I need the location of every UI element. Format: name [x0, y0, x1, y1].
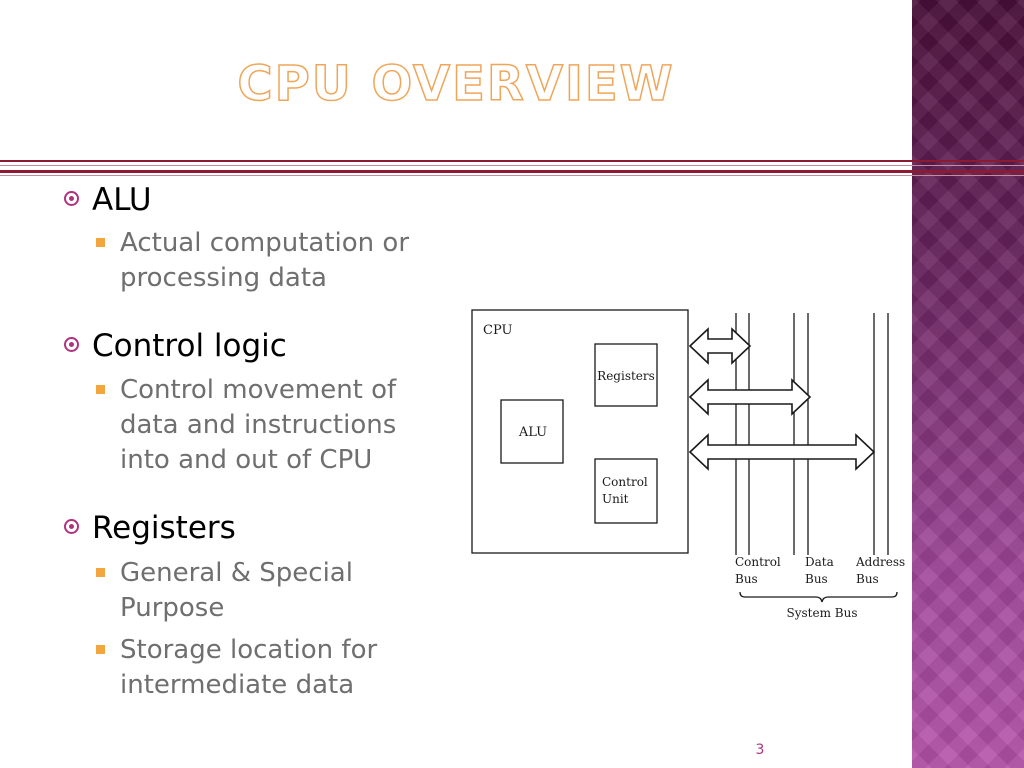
square-bullet-icon [96, 238, 105, 247]
data-bus-label: Bus [805, 572, 828, 586]
bullet-control-logic: Control logic [64, 327, 287, 365]
cpu-system-bus-diagram: CPU Registers ALU Control Unit Control B… [471, 309, 905, 620]
control-bus-label: Control [735, 555, 781, 569]
registers-box [594, 343, 658, 407]
sub-bullet-text: Actual computation or [120, 228, 410, 258]
sub-bullet-text: intermediate data [120, 670, 355, 700]
address-bus-label: Bus [856, 572, 879, 586]
cpu-label: CPU [483, 323, 512, 338]
control-unit-label: Unit [602, 492, 629, 506]
decorative-side-band [912, 0, 1024, 768]
control-unit-box [594, 458, 658, 524]
bullet-label: Registers [92, 510, 236, 546]
sub-bullet-text: data and instructions [120, 410, 397, 440]
square-bullet-icon [96, 568, 105, 577]
control-bus-arrow [688, 327, 752, 365]
slide-title: CPU OVERVIEW [237, 55, 675, 113]
bullet-label: ALU [92, 182, 152, 218]
sub-bullet-text: General & Special [120, 558, 353, 588]
circle-bullet-icon [64, 519, 79, 534]
bullet-registers: Registers [64, 509, 236, 547]
sub-bullet-text: processing data [120, 263, 327, 293]
bullet-label: Control logic [92, 328, 287, 364]
circle-bullet-icon [64, 337, 79, 352]
registers-label: Registers [597, 369, 655, 383]
square-bullet-icon [96, 645, 105, 654]
sub-bullet-registers-storage: Storage location for intermediate data [96, 633, 378, 703]
bullet-alu: ALU [64, 181, 152, 219]
data-bus-arrow [688, 378, 812, 416]
sub-bullet-text: into and out of CPU [120, 445, 373, 475]
sub-bullet-alu-description: Actual computation or processing data [96, 226, 410, 296]
page-number: 3 [755, 742, 765, 758]
title-divider-line [0, 170, 1024, 173]
circle-bullet-icon [64, 191, 79, 206]
address-bus-arrow [688, 433, 876, 471]
sub-bullet-text: Purpose [120, 593, 225, 623]
sub-bullet-registers-purpose: General & Special Purpose [96, 556, 353, 626]
sub-bullet-text: Storage location for [120, 635, 378, 665]
cpu-box [471, 309, 689, 554]
control-unit-label: Control [602, 475, 648, 489]
title-divider-line [0, 160, 1024, 162]
control-bus-label: Bus [735, 572, 758, 586]
alu-label: ALU [518, 425, 547, 440]
sub-bullet-text: Control movement of [120, 375, 397, 405]
system-bus-label: System Bus [787, 606, 858, 620]
sub-bullet-control-description: Control movement of data and instruction… [96, 373, 397, 478]
title-divider-line [0, 175, 1024, 176]
address-bus-label: Address [855, 555, 905, 569]
title-divider-line [0, 165, 1024, 166]
system-bus-brace [739, 591, 898, 603]
alu-box [500, 399, 564, 464]
data-bus-label: Data [805, 555, 834, 569]
square-bullet-icon [96, 385, 105, 394]
